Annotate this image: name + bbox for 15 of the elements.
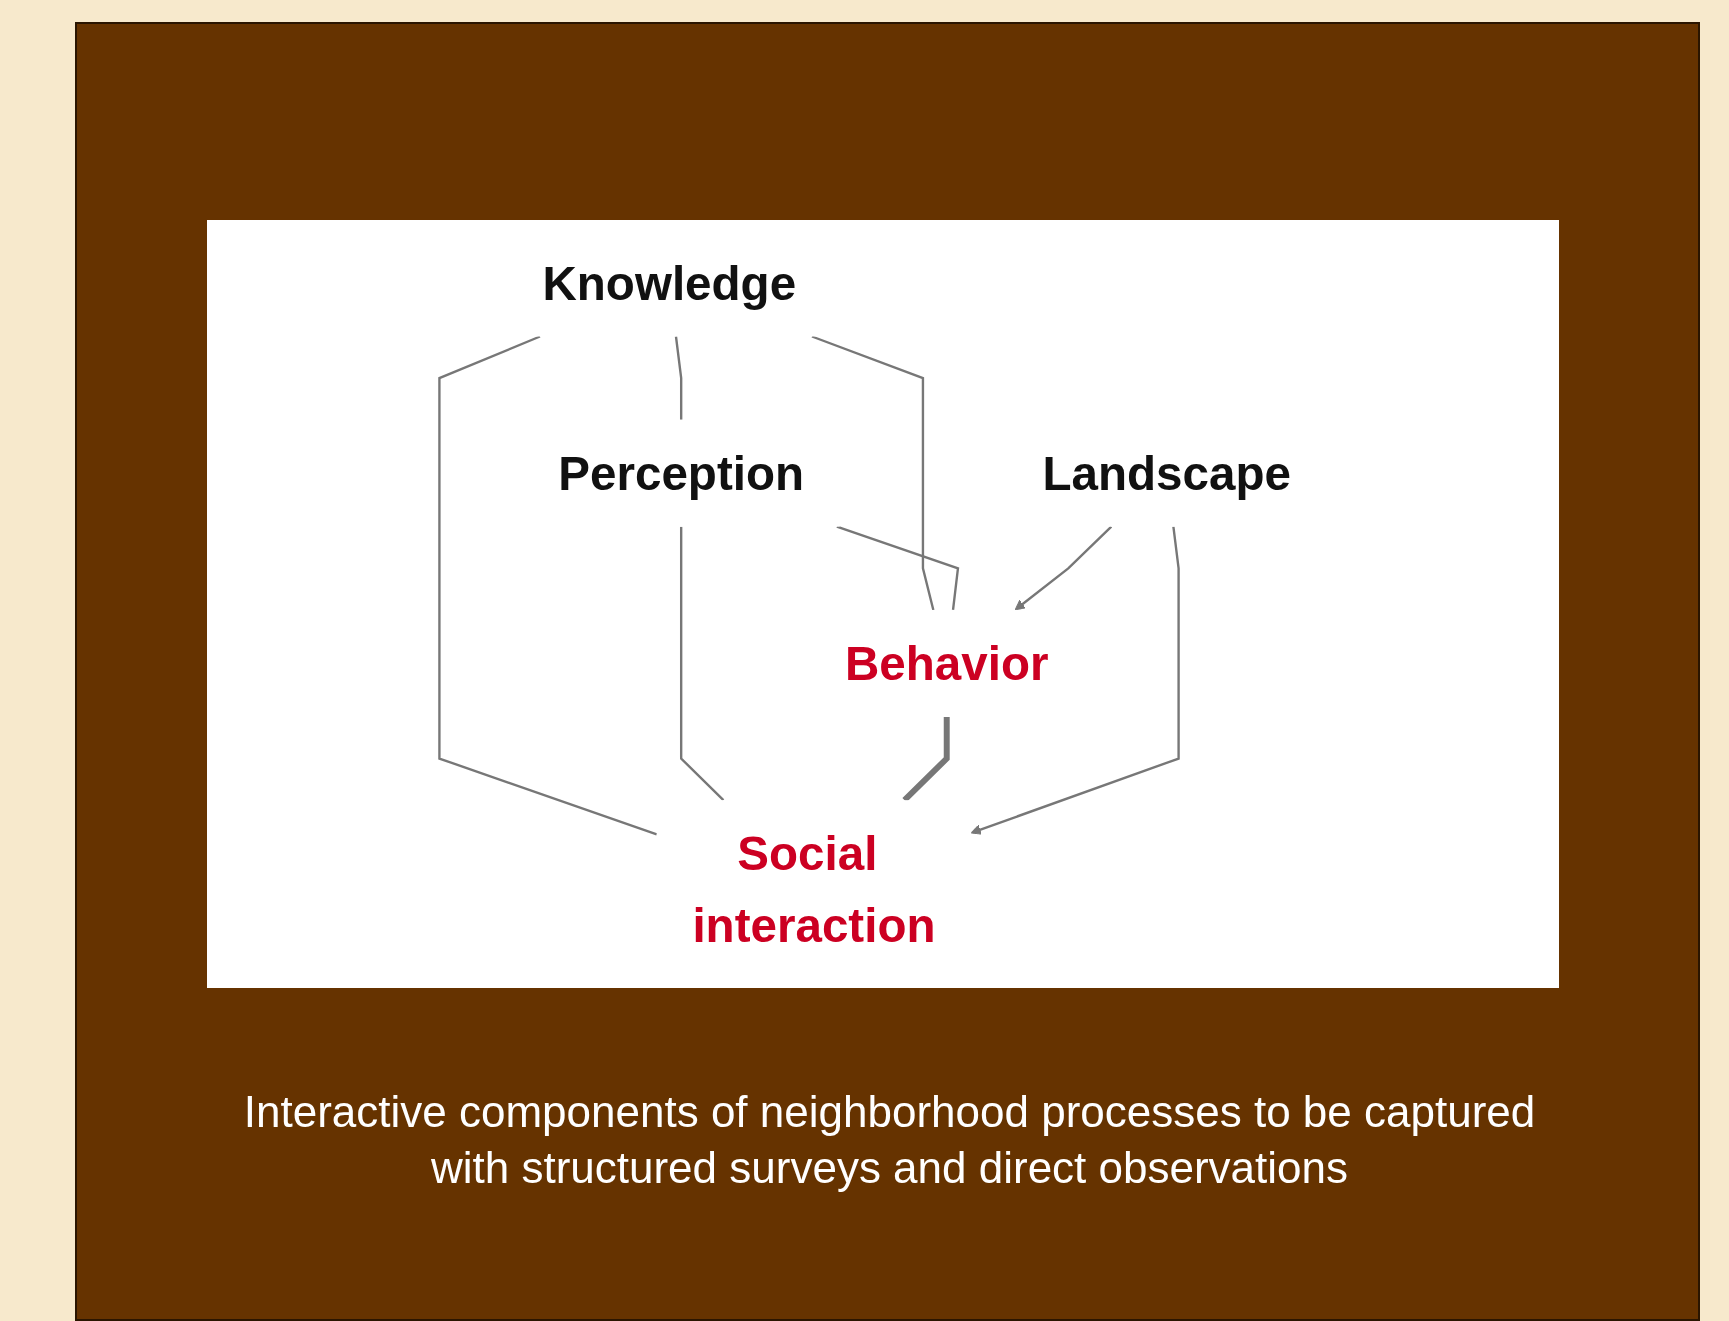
arrow (970, 526, 1180, 835)
connector (680, 526, 725, 801)
connector (674, 336, 683, 420)
connector (836, 525, 960, 611)
caption: Interactive components of neighborhood processes to be captured with structured surveys and direct observations (242, 1086, 1537, 1194)
node-text: Behavior (844, 637, 1049, 690)
node-text: Social interaction (692, 827, 936, 952)
node-text: Knowledge (542, 256, 797, 310)
node-text: Landscape (1042, 447, 1291, 500)
connector (902, 716, 950, 803)
connector (811, 335, 935, 611)
connector (438, 335, 658, 836)
arrow (1014, 525, 1113, 611)
diagram-panel: Knowledge Perception Behavior Social interaction Landscape (207, 220, 1559, 988)
node-text: Perception (558, 447, 805, 500)
